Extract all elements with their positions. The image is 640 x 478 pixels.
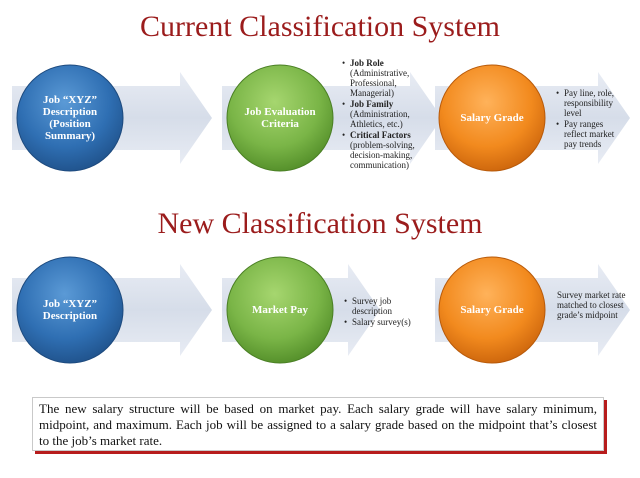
evaluation-criteria-list: Job Role(Administrative, Professional, M…	[342, 58, 434, 171]
evaluation-item: Critical Factors(problem-solving, decisi…	[342, 130, 434, 170]
new-salary-note: Survey market rate matched to closest gr…	[557, 290, 626, 320]
title-new-system: New Classification System	[157, 207, 483, 240]
market-item: Survey job description	[344, 296, 420, 316]
current-job-description-label: Job “XYZ” Description (Position Summary)	[42, 94, 98, 142]
evaluation-item: Job Role(Administrative, Professional, M…	[342, 58, 434, 98]
green-circle	[226, 64, 334, 172]
blue-circle	[16, 256, 124, 364]
market-pay-label: Market Pay	[252, 304, 308, 316]
orange-circle	[438, 256, 546, 364]
salary-item: Pay line, role, responsibility level	[556, 88, 628, 118]
summary-note: The new salary structure will be based o…	[32, 397, 604, 451]
orange-circle	[438, 64, 546, 172]
market-pay-list: Survey job description Salary survey(s)	[344, 296, 420, 328]
salary-grade-list: Pay line, role, responsibility level Pay…	[556, 88, 628, 150]
current-salary-grade-label: Salary Grade	[460, 112, 524, 124]
evaluation-item: Job Family(Administration, Athletics, et…	[342, 99, 434, 129]
evaluation-criteria-label: Job Evaluation Criteria	[244, 106, 316, 130]
salary-item: Pay ranges reflect market pay trends	[556, 119, 628, 149]
new-salary-grade-label: Salary Grade	[460, 304, 524, 316]
new-job-description-label: Job “XYZ” Description	[42, 298, 98, 322]
blue-circle	[16, 64, 124, 172]
title-current-system: Current Classification System	[140, 10, 500, 43]
market-item: Salary survey(s)	[344, 317, 420, 327]
green-circle	[226, 256, 334, 364]
